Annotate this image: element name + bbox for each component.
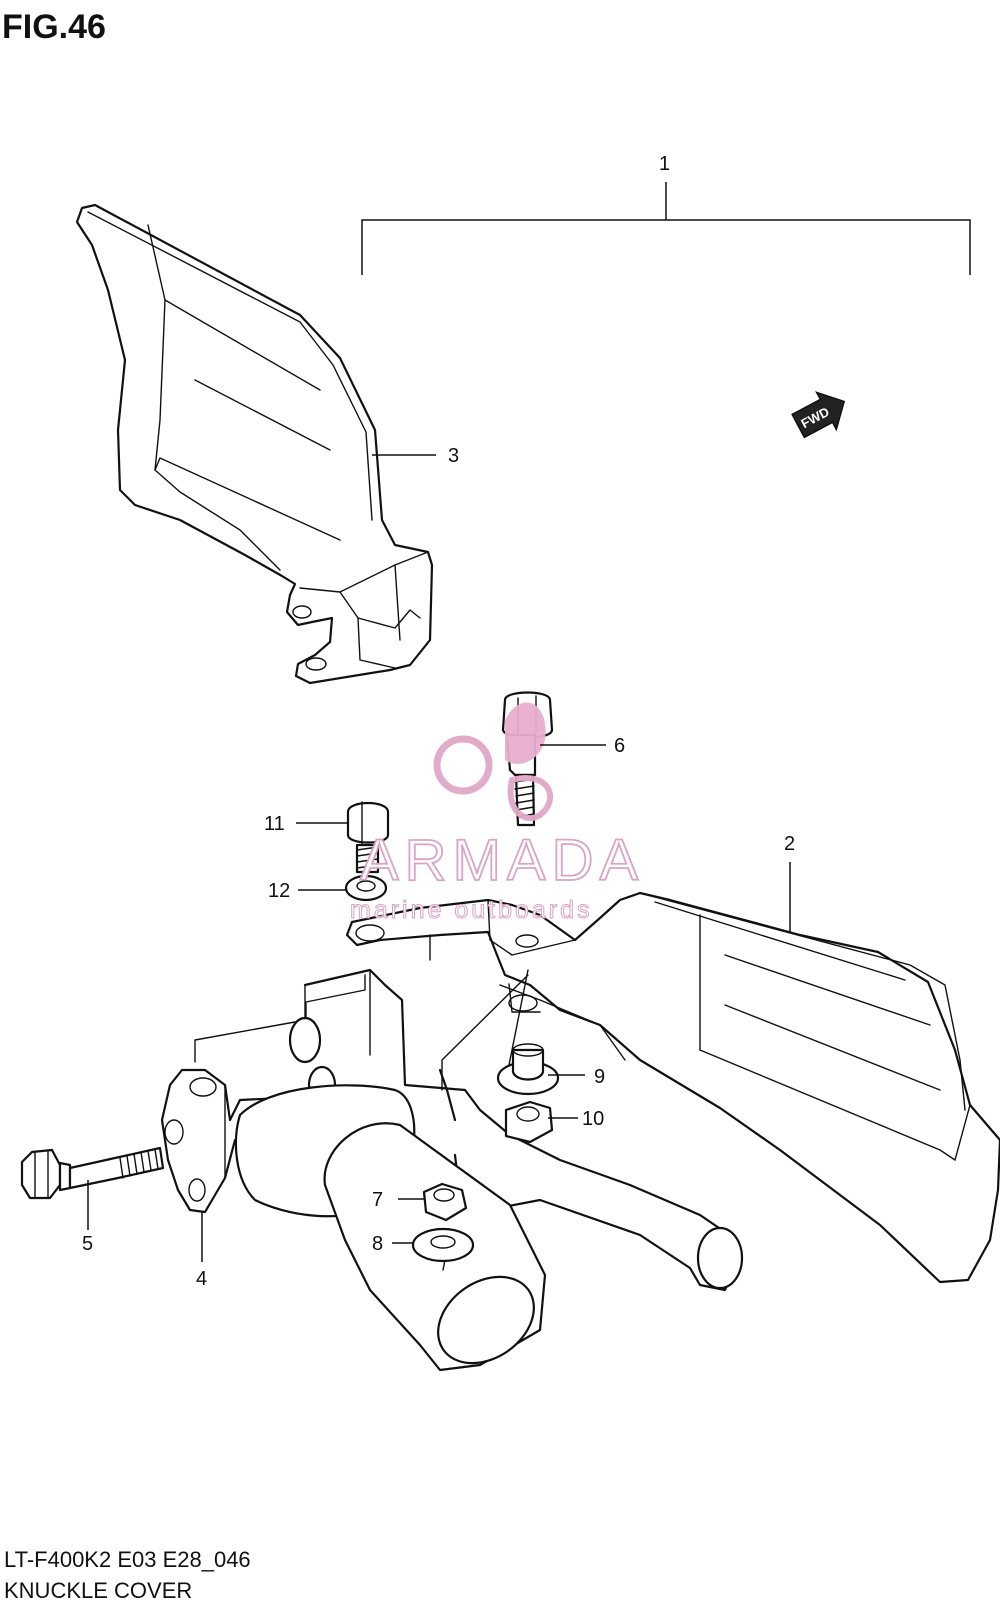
callout-5: 5 bbox=[82, 1233, 93, 1255]
callout-3: 3 bbox=[448, 445, 459, 467]
watermark-brand: ARMADA bbox=[360, 828, 644, 893]
callout-10: 10 bbox=[582, 1108, 604, 1130]
callout-12: 12 bbox=[268, 880, 290, 902]
holder-bolt bbox=[20, 1146, 165, 1200]
nut bbox=[422, 1182, 468, 1222]
fwd-arrow-icon: FWD bbox=[791, 391, 846, 439]
callout-1: 1 bbox=[659, 153, 670, 175]
watermark-tagline: marine outboards bbox=[350, 896, 593, 924]
assembly-guide-lines bbox=[194, 969, 529, 1091]
callout-9: 9 bbox=[594, 1066, 605, 1088]
callout-4: 4 bbox=[196, 1268, 207, 1290]
callouts: 1 2 3 4 5 6 7 8 9 10 11 12 bbox=[82, 153, 795, 1290]
callout-11: 11 bbox=[264, 813, 285, 835]
callout-8: 8 bbox=[372, 1233, 383, 1255]
figure-title: FIG.46 bbox=[2, 8, 106, 46]
nut bbox=[504, 1100, 554, 1144]
callout-7: 7 bbox=[372, 1189, 383, 1211]
washer bbox=[344, 874, 388, 902]
bolt bbox=[346, 801, 390, 874]
spacer bbox=[496, 1043, 560, 1096]
callout-2: 2 bbox=[784, 833, 795, 855]
callout-leaders bbox=[87, 454, 791, 1262]
knuckle-cover-left bbox=[75, 203, 434, 685]
knuckle-cover-right bbox=[345, 891, 1000, 1284]
callout-6: 6 bbox=[614, 735, 625, 757]
watermark-logo: ARMADA marine outboards bbox=[350, 702, 644, 925]
lever-holder bbox=[160, 968, 744, 1372]
figure-caption: KNUCKLE COVER bbox=[4, 1578, 192, 1603]
washer bbox=[411, 1227, 475, 1263]
assembly-bracket bbox=[361, 182, 971, 275]
model-code: LT-F400K2 E03 E28_046 bbox=[4, 1547, 251, 1572]
